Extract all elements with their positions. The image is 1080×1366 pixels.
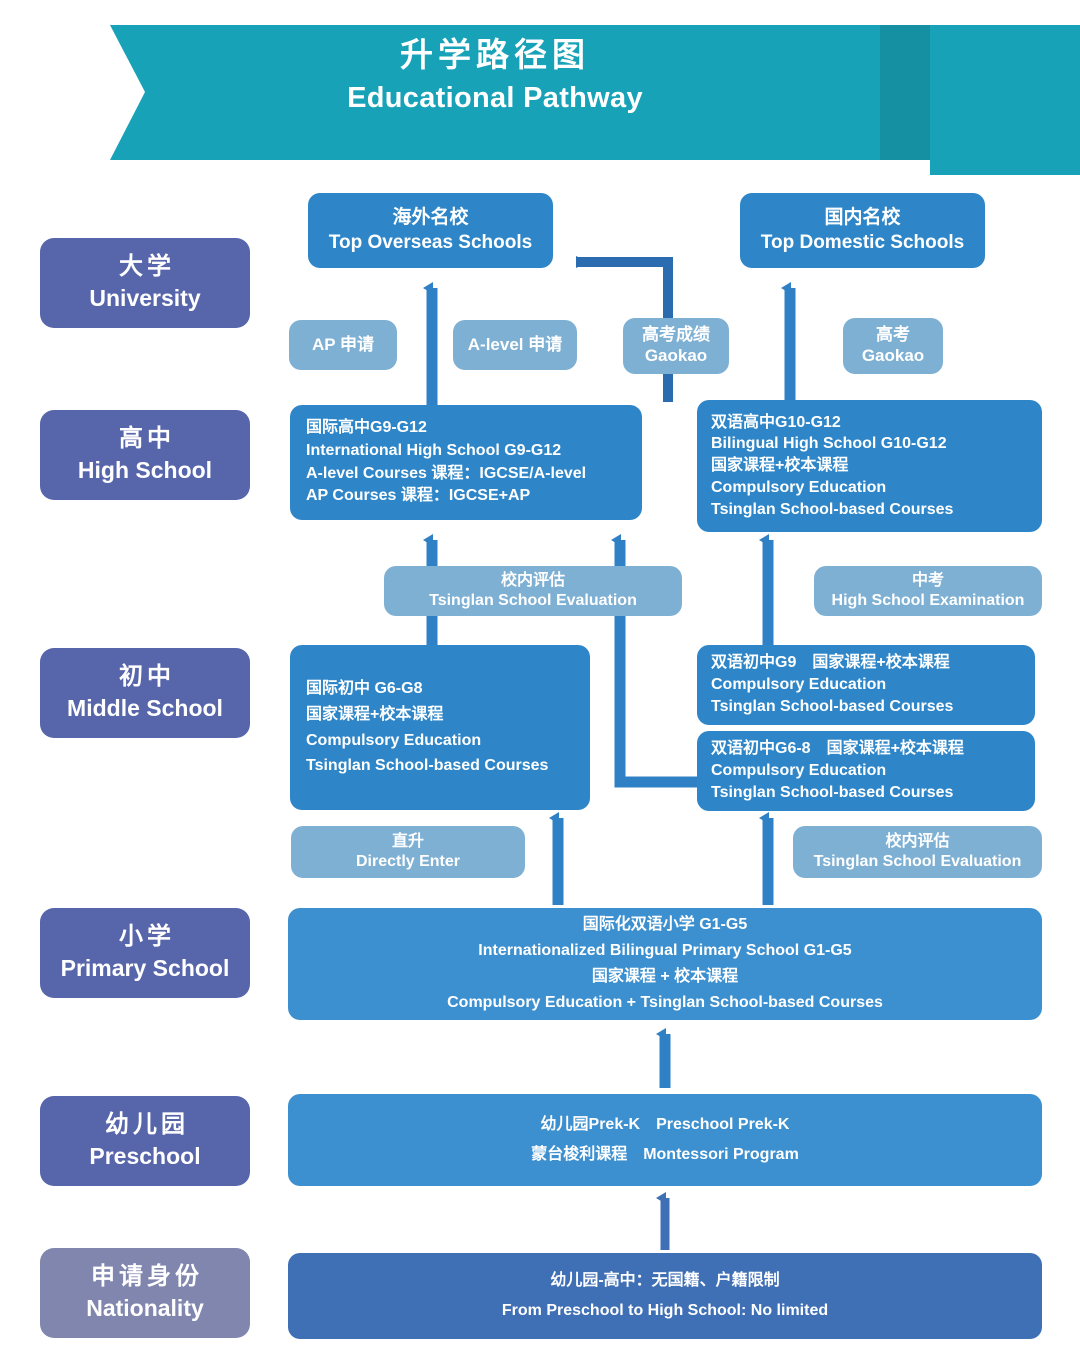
node-intl-middle-line-1: 国家课程+校本课程: [306, 705, 444, 723]
node-biling-middle-g9-line-2: Tsinglan School-based Courses: [711, 698, 954, 716]
pill-directly-enter-en: Directly Enter: [355, 853, 461, 870]
pill-school-evaluation-2[interactable]: 校内评估 Tsinglan School Evaluation: [793, 826, 1042, 878]
header-tail: [930, 25, 1080, 175]
pill-ap-application-cn: AP 申请: [311, 334, 375, 354]
node-nationality-line-0: 幼儿园-高中：无国籍、户籍限制: [550, 1272, 780, 1290]
node-bilingual-middle-school-g9[interactable]: 双语初中G9 国家课程+校本课程 Compulsory Education Ts…: [697, 645, 1035, 725]
stage-label-primary-school-en: Primary School: [60, 955, 230, 982]
node-preschool[interactable]: 幼儿园Prek-K Preschool Prek-K 蒙台梭利课程 Montes…: [288, 1094, 1042, 1186]
stage-label-university-cn: 大学: [119, 253, 175, 281]
header-band: [110, 25, 880, 160]
pill-school-evaluation-2-en: Tsinglan School Evaluation: [813, 853, 1022, 870]
node-preschool-line-1: 蒙台梭利课程 Montessori Program: [531, 1146, 799, 1163]
stage-label-high-school: 高中 High School: [40, 410, 250, 500]
node-biling-high-line-2: 国家课程+校本课程: [711, 457, 849, 475]
node-preschool-line-0: 幼儿园Prek-K Preschool Prek-K: [540, 1116, 790, 1134]
pill-ap-application[interactable]: AP 申请: [289, 320, 397, 370]
node-biling-high-line-4: Tsinglan School-based Courses: [711, 500, 954, 518]
node-biling-high-line-0: 双语高中G10-G12: [711, 413, 841, 431]
node-biling-middle-g68-line-1: Compulsory Education: [711, 761, 887, 779]
node-intl-middle-line-0: 国际初中 G6-G8: [306, 679, 423, 697]
stage-label-high-school-en: High School: [77, 457, 213, 484]
node-intl-high-line-3: AP Courses 课程：IGCSE+AP: [306, 487, 531, 505]
node-intl-middle-line-3: Tsinglan School-based Courses: [306, 757, 549, 775]
node-biling-high-line-3: Compulsory Education: [711, 478, 887, 496]
node-biling-middle-g68-line-0: 双语初中G6-8 国家课程+校本课程: [711, 739, 964, 757]
pill-gaokao-score-en: Gaokao: [644, 346, 708, 365]
node-primary-line-0: 国际化双语小学 G1-G5: [582, 916, 748, 934]
stage-label-nationality: 申请身份 Nationality: [40, 1248, 250, 1338]
node-nationality[interactable]: 幼儿园-高中：无国籍、户籍限制 From Preschool to High S…: [288, 1253, 1042, 1339]
node-primary-line-2: 国家课程 + 校本课程: [591, 968, 739, 985]
pill-high-school-examination[interactable]: 中考 High School Examination: [814, 566, 1042, 616]
stage-label-middle-school-cn: 初中: [119, 663, 175, 691]
node-domestic-en: Top Domestic Schools: [760, 231, 965, 253]
stage-label-high-school-cn: 高中: [119, 425, 175, 453]
node-primary-line-3: Compulsory Education + Tsinglan School-b…: [447, 993, 883, 1011]
node-domestic-cn: 国内名校: [824, 206, 901, 228]
node-international-middle-school[interactable]: 国际初中 G6-G8 国家课程+校本课程 Compulsory Educatio…: [290, 645, 590, 810]
stage-label-middle-school: 初中 Middle School: [40, 648, 250, 738]
pill-alevel-application-cn: A-level 申请: [467, 334, 563, 354]
node-bilingual-middle-school-g6-8[interactable]: 双语初中G6-8 国家课程+校本课程 Compulsory Education …: [697, 731, 1035, 811]
node-nationality-line-1: From Preschool to High School: No limite…: [501, 1302, 829, 1319]
pill-school-evaluation-2-cn: 校内评估: [885, 833, 950, 851]
header-ribbon-shape: [110, 25, 1080, 175]
node-primary-line-1: Internationalized Bilingual Primary Scho…: [478, 942, 852, 960]
stage-label-primary-school: 小学 Primary School: [40, 908, 250, 998]
stage-label-preschool-en: Preschool: [89, 1143, 201, 1170]
node-biling-middle-g68-line-2: Tsinglan School-based Courses: [711, 784, 954, 802]
node-intl-high-line-2: A-level Courses 课程：IGCSE/A-level: [306, 464, 587, 482]
pill-school-evaluation-1-cn: 校内评估: [500, 572, 565, 590]
pill-gaokao-en: Gaokao: [861, 346, 925, 365]
stage-label-university-en: University: [89, 285, 201, 312]
node-top-overseas-schools[interactable]: 海外名校 Top Overseas Schools: [308, 193, 553, 268]
header-banner: 升学路径图 Educational Pathway: [0, 0, 1080, 180]
node-intl-middle-line-2: Compulsory Education: [306, 731, 482, 749]
pill-alevel-application[interactable]: A-level 申请: [453, 320, 577, 370]
pill-school-evaluation-1-en: Tsinglan School Evaluation: [429, 592, 637, 609]
pill-directly-enter[interactable]: 直升 Directly Enter: [291, 826, 525, 878]
node-primary-school[interactable]: 国际化双语小学 G1-G5 Internationalized Bilingua…: [288, 908, 1042, 1020]
pill-gaokao-cn: 高考: [876, 325, 910, 345]
stage-label-primary-school-cn: 小学: [119, 923, 175, 951]
node-top-domestic-schools[interactable]: 国内名校 Top Domestic Schools: [740, 193, 985, 268]
pill-high-school-examination-cn: 中考: [911, 572, 944, 590]
stage-label-nationality-en: Nationality: [86, 1295, 204, 1322]
pill-gaokao-score[interactable]: 高考成绩 Gaokao: [623, 318, 729, 374]
pill-gaokao-score-cn: 高考成绩: [642, 325, 710, 345]
stage-label-preschool-cn: 幼儿园: [105, 1111, 189, 1139]
node-intl-high-line-0: 国际高中G9-G12: [306, 419, 427, 437]
pill-directly-enter-cn: 直升: [391, 833, 424, 851]
node-biling-high-line-1: Bilingual High School G10-G12: [711, 435, 947, 453]
header-fold: [880, 25, 930, 160]
node-bilingual-high-school[interactable]: 双语高中G10-G12 Bilingual High School G10-G1…: [697, 400, 1042, 532]
stage-label-preschool: 幼儿园 Preschool: [40, 1096, 250, 1186]
stage-label-nationality-cn: 申请身份: [91, 1263, 203, 1291]
node-international-high-school[interactable]: 国际高中G9-G12 International High School G9-…: [290, 405, 642, 520]
node-intl-high-line-1: International High School G9-G12: [306, 441, 562, 459]
pill-high-school-examination-en: High School Examination: [831, 592, 1025, 609]
pill-school-evaluation-1[interactable]: 校内评估 Tsinglan School Evaluation: [384, 566, 682, 616]
node-biling-middle-g9-line-0: 双语初中G9 国家课程+校本课程: [711, 653, 950, 671]
node-overseas-cn: 海外名校: [392, 206, 469, 228]
pill-gaokao[interactable]: 高考 Gaokao: [843, 318, 943, 374]
node-overseas-en: Top Overseas Schools: [328, 231, 533, 253]
stage-label-university: 大学 University: [40, 238, 250, 328]
stage-label-middle-school-en: Middle School: [67, 695, 223, 722]
node-biling-middle-g9-line-1: Compulsory Education: [711, 675, 887, 693]
